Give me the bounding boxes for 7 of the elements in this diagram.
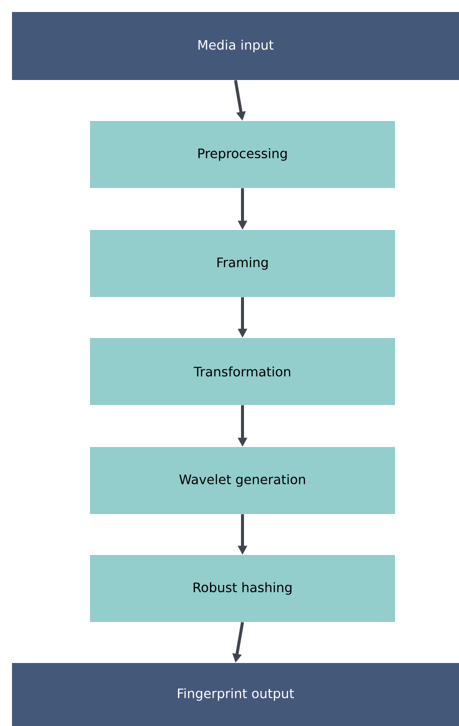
- io-box: Media input: [12, 12, 459, 80]
- process-box: Robust hashing: [90, 555, 395, 622]
- process-box: Framing: [90, 230, 395, 297]
- process-box: Transformation: [90, 338, 395, 405]
- io-box: Fingerprint output: [12, 663, 459, 726]
- process-box: Wavelet generation: [90, 447, 395, 514]
- process-box: Preprocessing: [90, 121, 395, 188]
